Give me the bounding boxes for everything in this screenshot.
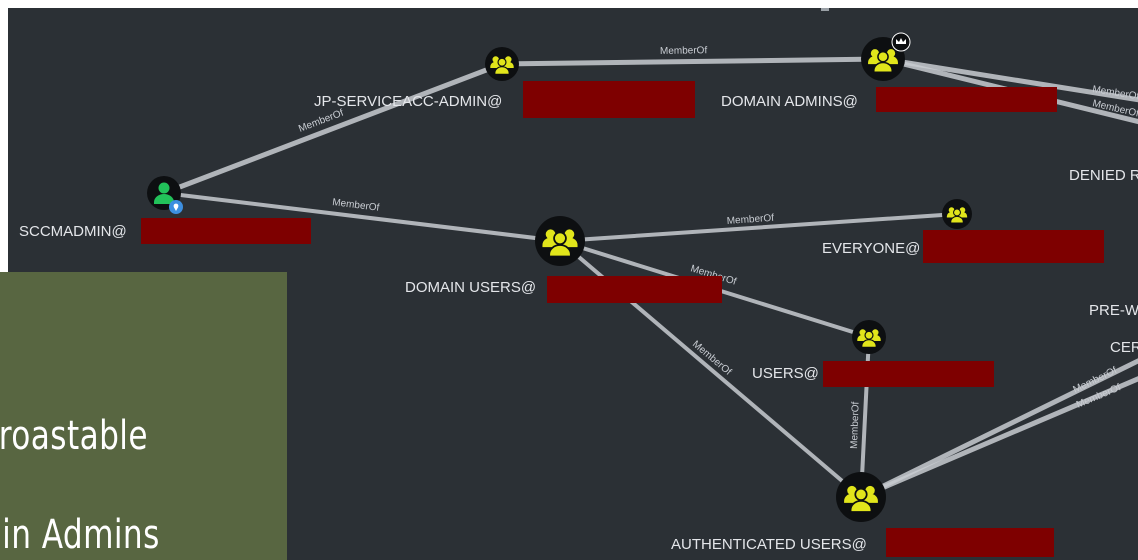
redaction-bar <box>523 81 695 118</box>
user-icon <box>154 182 174 204</box>
node-authenticated-users[interactable] <box>836 472 886 522</box>
node-label-cer: CER <box>1110 339 1138 356</box>
edge-sccmadmin-jp-serviceacc-admin[interactable] <box>161 61 505 196</box>
overlay-line-1: berberoastable <box>0 413 148 459</box>
edge-authenticated-users-offscreen-1[interactable] <box>858 358 1138 500</box>
node-label-denied: DENIED R <box>1069 167 1138 184</box>
node-layer <box>147 32 972 522</box>
node-domain-users[interactable] <box>535 216 585 266</box>
node-label-sccmadmin: SCCMADMIN@ <box>19 223 127 240</box>
redaction-bar <box>876 87 1057 112</box>
node-sccmadmin[interactable] <box>147 176 183 214</box>
overlay-line-2: Domain Admins <box>0 512 160 558</box>
node-jp-serviceacc-admin[interactable] <box>485 47 519 81</box>
edge-domain-admins-offscreen-1[interactable] <box>880 56 1138 103</box>
edge-label: MemberOf <box>726 213 774 227</box>
edge-sccmadmin-domain-users[interactable] <box>162 191 562 243</box>
node-everyone[interactable] <box>942 199 972 229</box>
canvas-tick-mark <box>821 8 829 11</box>
redaction-bar <box>923 230 1104 263</box>
edge-domain-users-everyone[interactable] <box>558 212 959 243</box>
node-label-pre-w: PRE-W <box>1089 302 1138 319</box>
node-label-authenticated-users: AUTHENTICATED USERS@ <box>671 536 867 553</box>
redaction-bar <box>547 276 722 303</box>
node-users[interactable] <box>852 320 886 354</box>
slide-text-overlay: berberoastable Domain Admins <box>0 272 287 560</box>
redaction-bar <box>886 528 1054 557</box>
redaction-bar <box>141 218 311 244</box>
node-label-everyone: EVERYONE@ <box>822 240 920 257</box>
edge-authenticated-users-offscreen-2[interactable] <box>858 376 1138 500</box>
node-domain-admins[interactable] <box>861 32 911 81</box>
node-label-users: USERS@ <box>752 365 819 382</box>
edge-jp-serviceacc-admin-domain-admins[interactable] <box>499 56 886 67</box>
node-label-jp-serviceacc-admin: JP-SERVICEACC-ADMIN@ <box>314 93 502 110</box>
crown-icon <box>891 32 911 52</box>
node-label-domain-admins: DOMAIN ADMINS@ <box>721 93 858 110</box>
edge-label: MemberOf <box>849 401 862 449</box>
node-label-domain-users: DOMAIN USERS@ <box>405 279 536 296</box>
redaction-bar <box>823 361 994 387</box>
node-label-layer: SCCMADMIN@ JP-SERVICEACC-ADMIN@ DOMAIN A… <box>19 81 1138 557</box>
edge-label: MemberOf <box>660 45 708 57</box>
location-pin-icon <box>169 200 183 214</box>
